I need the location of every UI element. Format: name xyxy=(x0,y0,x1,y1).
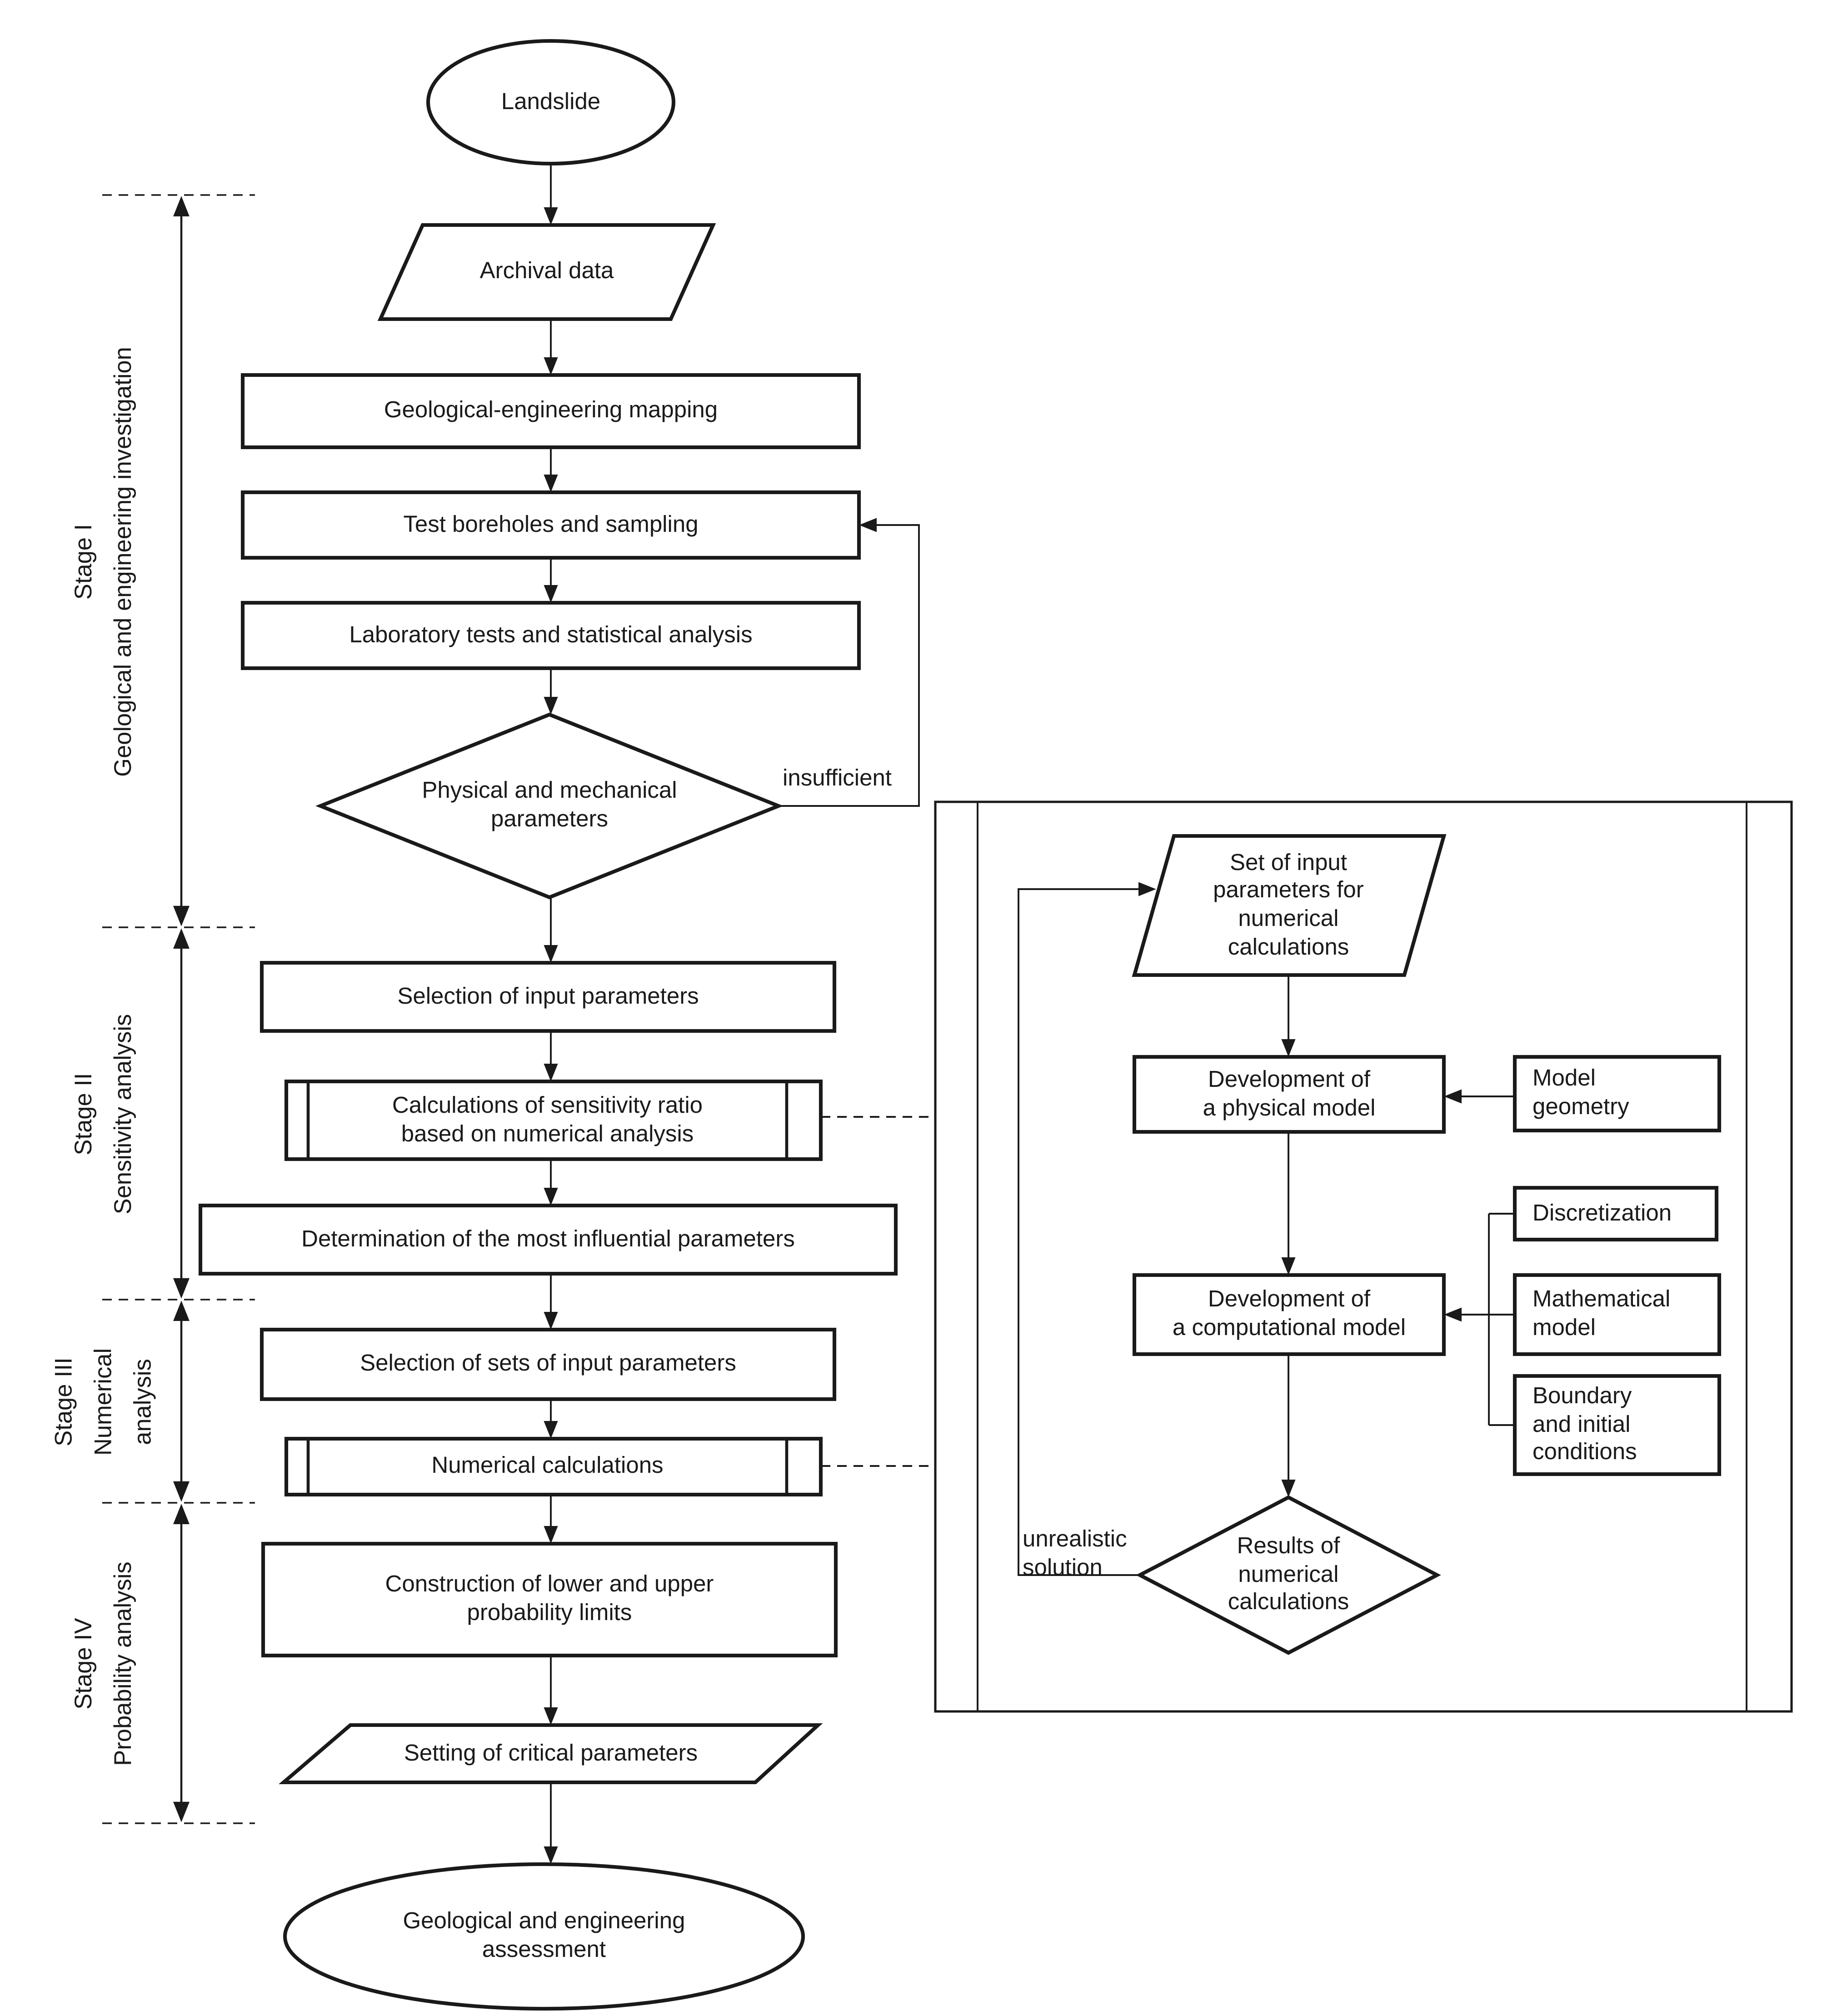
subprocess-panel-inner-lines xyxy=(977,801,1747,1711)
numerical-calc-label: Numerical calculations xyxy=(431,1452,664,1479)
stage-3-name: Stage III xyxy=(50,1357,77,1446)
computational-model-label: Development of a computational model xyxy=(1172,1286,1406,1341)
parameters-decision-label: Physical and mechanical parameters xyxy=(422,777,677,832)
subprocess-arrows xyxy=(1018,882,1515,1576)
physical-model-box xyxy=(1132,1055,1446,1134)
discretization-label: Discretization xyxy=(1532,1199,1672,1226)
discretization-box xyxy=(1513,1186,1719,1242)
model-geometry-box xyxy=(1513,1055,1722,1133)
mathematical-model-box xyxy=(1513,1273,1722,1356)
stage-2-name: Stage II xyxy=(70,1073,97,1156)
stage-1-label: Stage I Geological and engineering inves… xyxy=(64,207,143,916)
selection-input-box xyxy=(260,960,837,1033)
mapping-box xyxy=(240,373,861,450)
assessment-label: Geological and engineering assessment xyxy=(403,1908,685,1962)
predefined-process-bars xyxy=(306,1081,789,1495)
start-label: Landslide xyxy=(501,88,601,114)
boreholes-label: Test boreholes and sampling xyxy=(403,510,699,537)
calc-sensitivity-box xyxy=(284,1079,823,1161)
determination-box xyxy=(198,1203,898,1276)
assessment-ellipse xyxy=(283,1862,805,2011)
archival-parallelogram xyxy=(377,223,716,321)
stage-4-name: Stage IV xyxy=(70,1618,97,1710)
setting-critical-label: Setting of critical parameters xyxy=(404,1739,698,1766)
insufficient-label: insufficient xyxy=(783,764,892,790)
calc-sensitivity-label: Calculations of sensitivity ratio based … xyxy=(392,1092,703,1146)
subprocess-panel-border xyxy=(934,800,1793,1713)
numerical-calc-box xyxy=(284,1436,823,1497)
set-input-parallelogram xyxy=(1132,834,1447,977)
stage-2-label: Stage II Sensitivity analysis xyxy=(64,930,143,1298)
determination-label: Determination of the most influential pa… xyxy=(301,1225,795,1251)
results-decision-diamond xyxy=(1136,1495,1441,1655)
set-input-label: Set of input parameters for numerical ca… xyxy=(1213,849,1364,960)
stage-2-desc: Sensitivity analysis xyxy=(109,1014,136,1215)
stage-3-label: Stage III Numerical analysis xyxy=(45,1300,163,1504)
stage-3-desc: Numerical analysis xyxy=(89,1348,156,1456)
results-decision-label: Results of numerical calculations xyxy=(1228,1532,1349,1616)
mapping-label: Geological-engineering mapping xyxy=(384,397,718,423)
construction-box xyxy=(261,1541,838,1658)
selection-sets-box xyxy=(260,1327,837,1401)
mathematical-model-label: Mathematical model xyxy=(1532,1286,1671,1341)
unrealistic-label: unrealistic solution xyxy=(1023,1526,1127,1581)
stage-1-desc: Geological and engineering investigation xyxy=(109,347,136,777)
stage-4-label: Stage IV Probability analysis xyxy=(64,1500,143,1827)
stage-divider-dashes xyxy=(102,194,255,1824)
subprocess-reference-dashes xyxy=(820,1116,935,1467)
boreholes-box xyxy=(240,490,861,560)
construction-label: Construction of lower and upper probabil… xyxy=(385,1571,714,1626)
selection-sets-label: Selection of sets of input parameters xyxy=(360,1350,736,1376)
physical-model-label: Development of a physical model xyxy=(1203,1066,1376,1121)
laboratory-label: Laboratory tests and statistical analysi… xyxy=(349,621,753,647)
stage-4-desc: Probability analysis xyxy=(109,1561,136,1766)
insufficient-loop-arrow xyxy=(778,518,920,807)
setting-critical-parallelogram xyxy=(279,1723,823,1785)
selection-input-label: Selection of input parameters xyxy=(397,982,699,1009)
stage-1-name: Stage I xyxy=(70,524,97,600)
archival-label: Archival data xyxy=(479,258,614,284)
model-geometry-label: Model geometry xyxy=(1532,1065,1629,1120)
computational-model-box xyxy=(1132,1273,1446,1356)
boundary-conditions-label: Boundary and initial conditions xyxy=(1532,1382,1637,1466)
